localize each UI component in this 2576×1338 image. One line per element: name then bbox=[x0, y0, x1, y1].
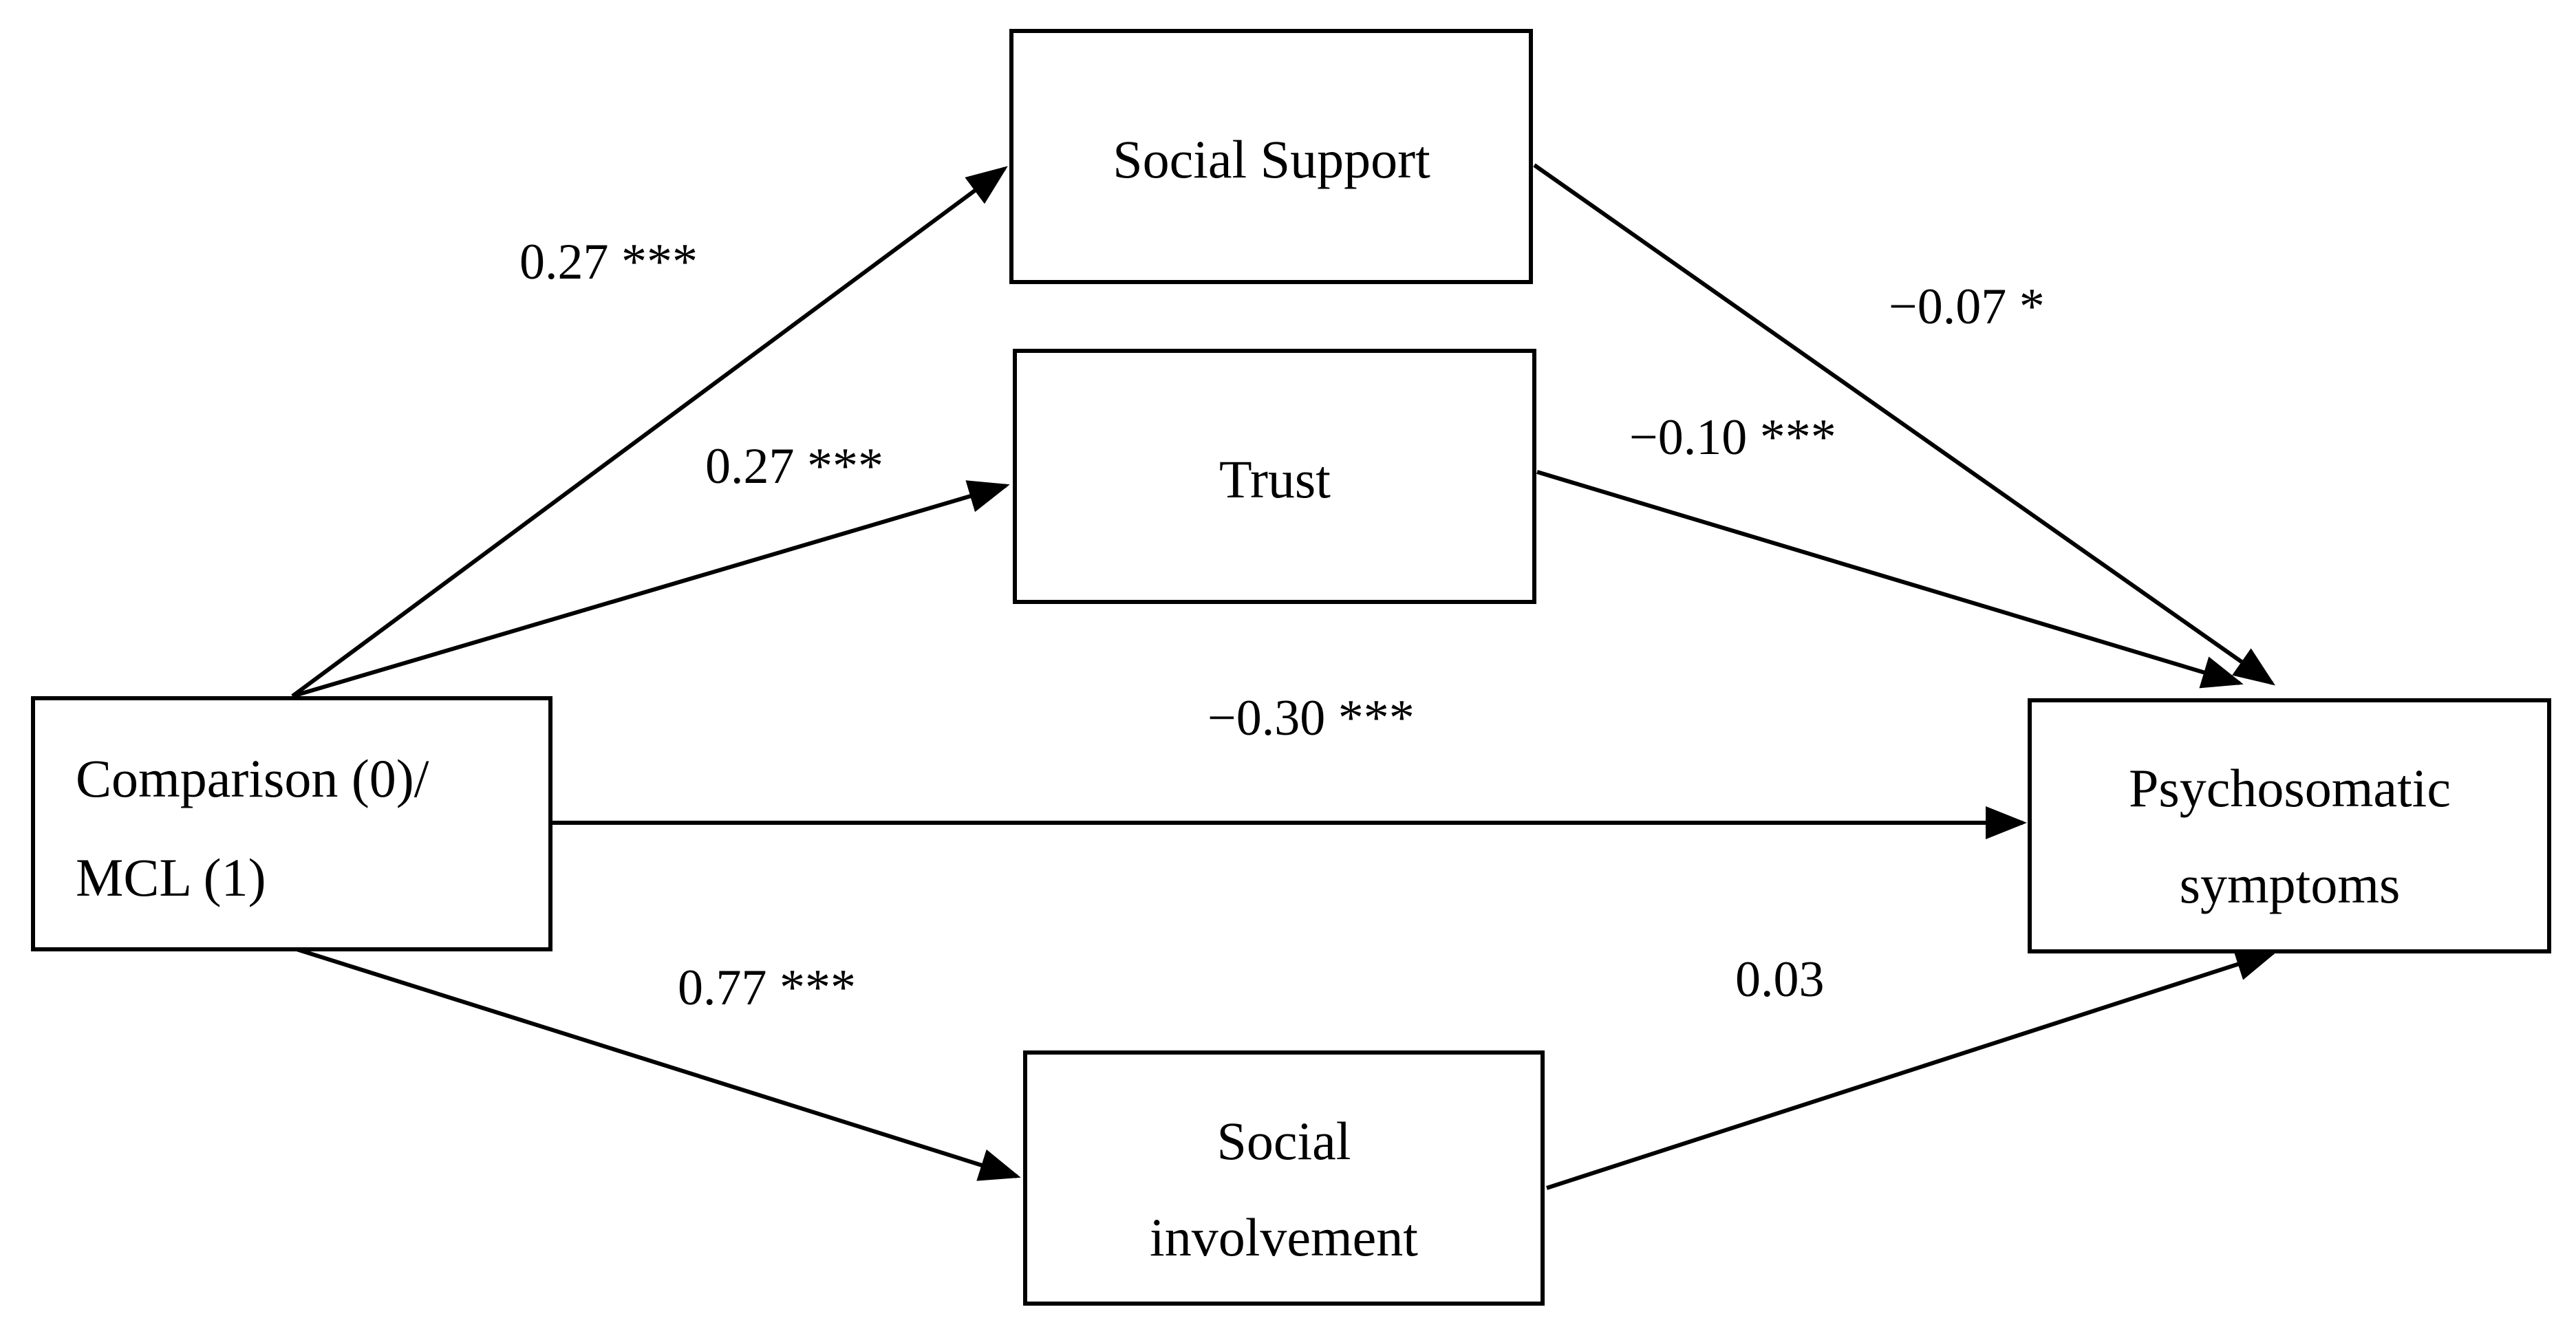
edge-comparison-to-trust bbox=[292, 480, 1010, 698]
node-psychosomatic-box bbox=[2028, 698, 2551, 953]
node-comparison-box bbox=[31, 696, 552, 951]
edges-layer bbox=[291, 163, 2277, 1190]
edge-comparison-to-involvement bbox=[292, 946, 1021, 1181]
edge-label-comparison-support: 0.27 *** bbox=[519, 234, 698, 290]
node-social-involvement-label-line1: Social bbox=[1217, 1111, 1351, 1171]
edge-trust-to-psycho bbox=[1536, 470, 2244, 689]
node-comparison: Comparison (0)/ MCL (1) bbox=[31, 696, 552, 951]
edge-label-involvement-psycho: 0.03 bbox=[1735, 951, 1825, 1008]
edge-label-comparison-involvement: 0.77 *** bbox=[678, 960, 856, 1016]
node-comparison-label-line1: Comparison (0)/ bbox=[76, 748, 429, 808]
node-trust: Trust bbox=[1013, 349, 1536, 604]
nodes-layer: Social Support Trust Comparison (0)/ MCL… bbox=[31, 29, 2551, 1306]
edge-comparison-to-support bbox=[291, 166, 1008, 698]
node-social-support-box bbox=[1009, 29, 1533, 284]
node-psychosomatic-label-line2: symptoms bbox=[2180, 854, 2401, 914]
node-psychosomatic: Psychosomatic symptoms bbox=[2028, 698, 2551, 953]
node-social-support-label: Social Support bbox=[1113, 129, 1430, 189]
node-comparison-label-line2: MCL (1) bbox=[76, 848, 266, 907]
node-social-involvement: Social involvement bbox=[1023, 1050, 1545, 1306]
node-trust-label: Trust bbox=[1219, 449, 1331, 509]
node-social-support: Social Support bbox=[1009, 29, 1533, 284]
edge-label-trust-psycho: −0.10 *** bbox=[1629, 409, 1836, 466]
node-social-involvement-box bbox=[1023, 1050, 1545, 1306]
labels-layer: 0.27 *** 0.27 *** −0.07 * −0.10 *** −0.3… bbox=[519, 234, 2045, 1016]
edge-involvement-to-psycho bbox=[1546, 948, 2277, 1190]
edge-support-to-psycho bbox=[1533, 163, 2275, 686]
edge-label-comparison-psycho: −0.30 *** bbox=[1208, 690, 1415, 746]
node-psychosomatic-label-line1: Psychosomatic bbox=[2129, 758, 2451, 818]
node-social-involvement-label-line2: involvement bbox=[1150, 1207, 1418, 1267]
edge-label-support-psycho: −0.07 * bbox=[1889, 279, 2045, 335]
node-trust-box bbox=[1013, 349, 1536, 604]
edge-label-comparison-trust: 0.27 *** bbox=[705, 438, 883, 495]
